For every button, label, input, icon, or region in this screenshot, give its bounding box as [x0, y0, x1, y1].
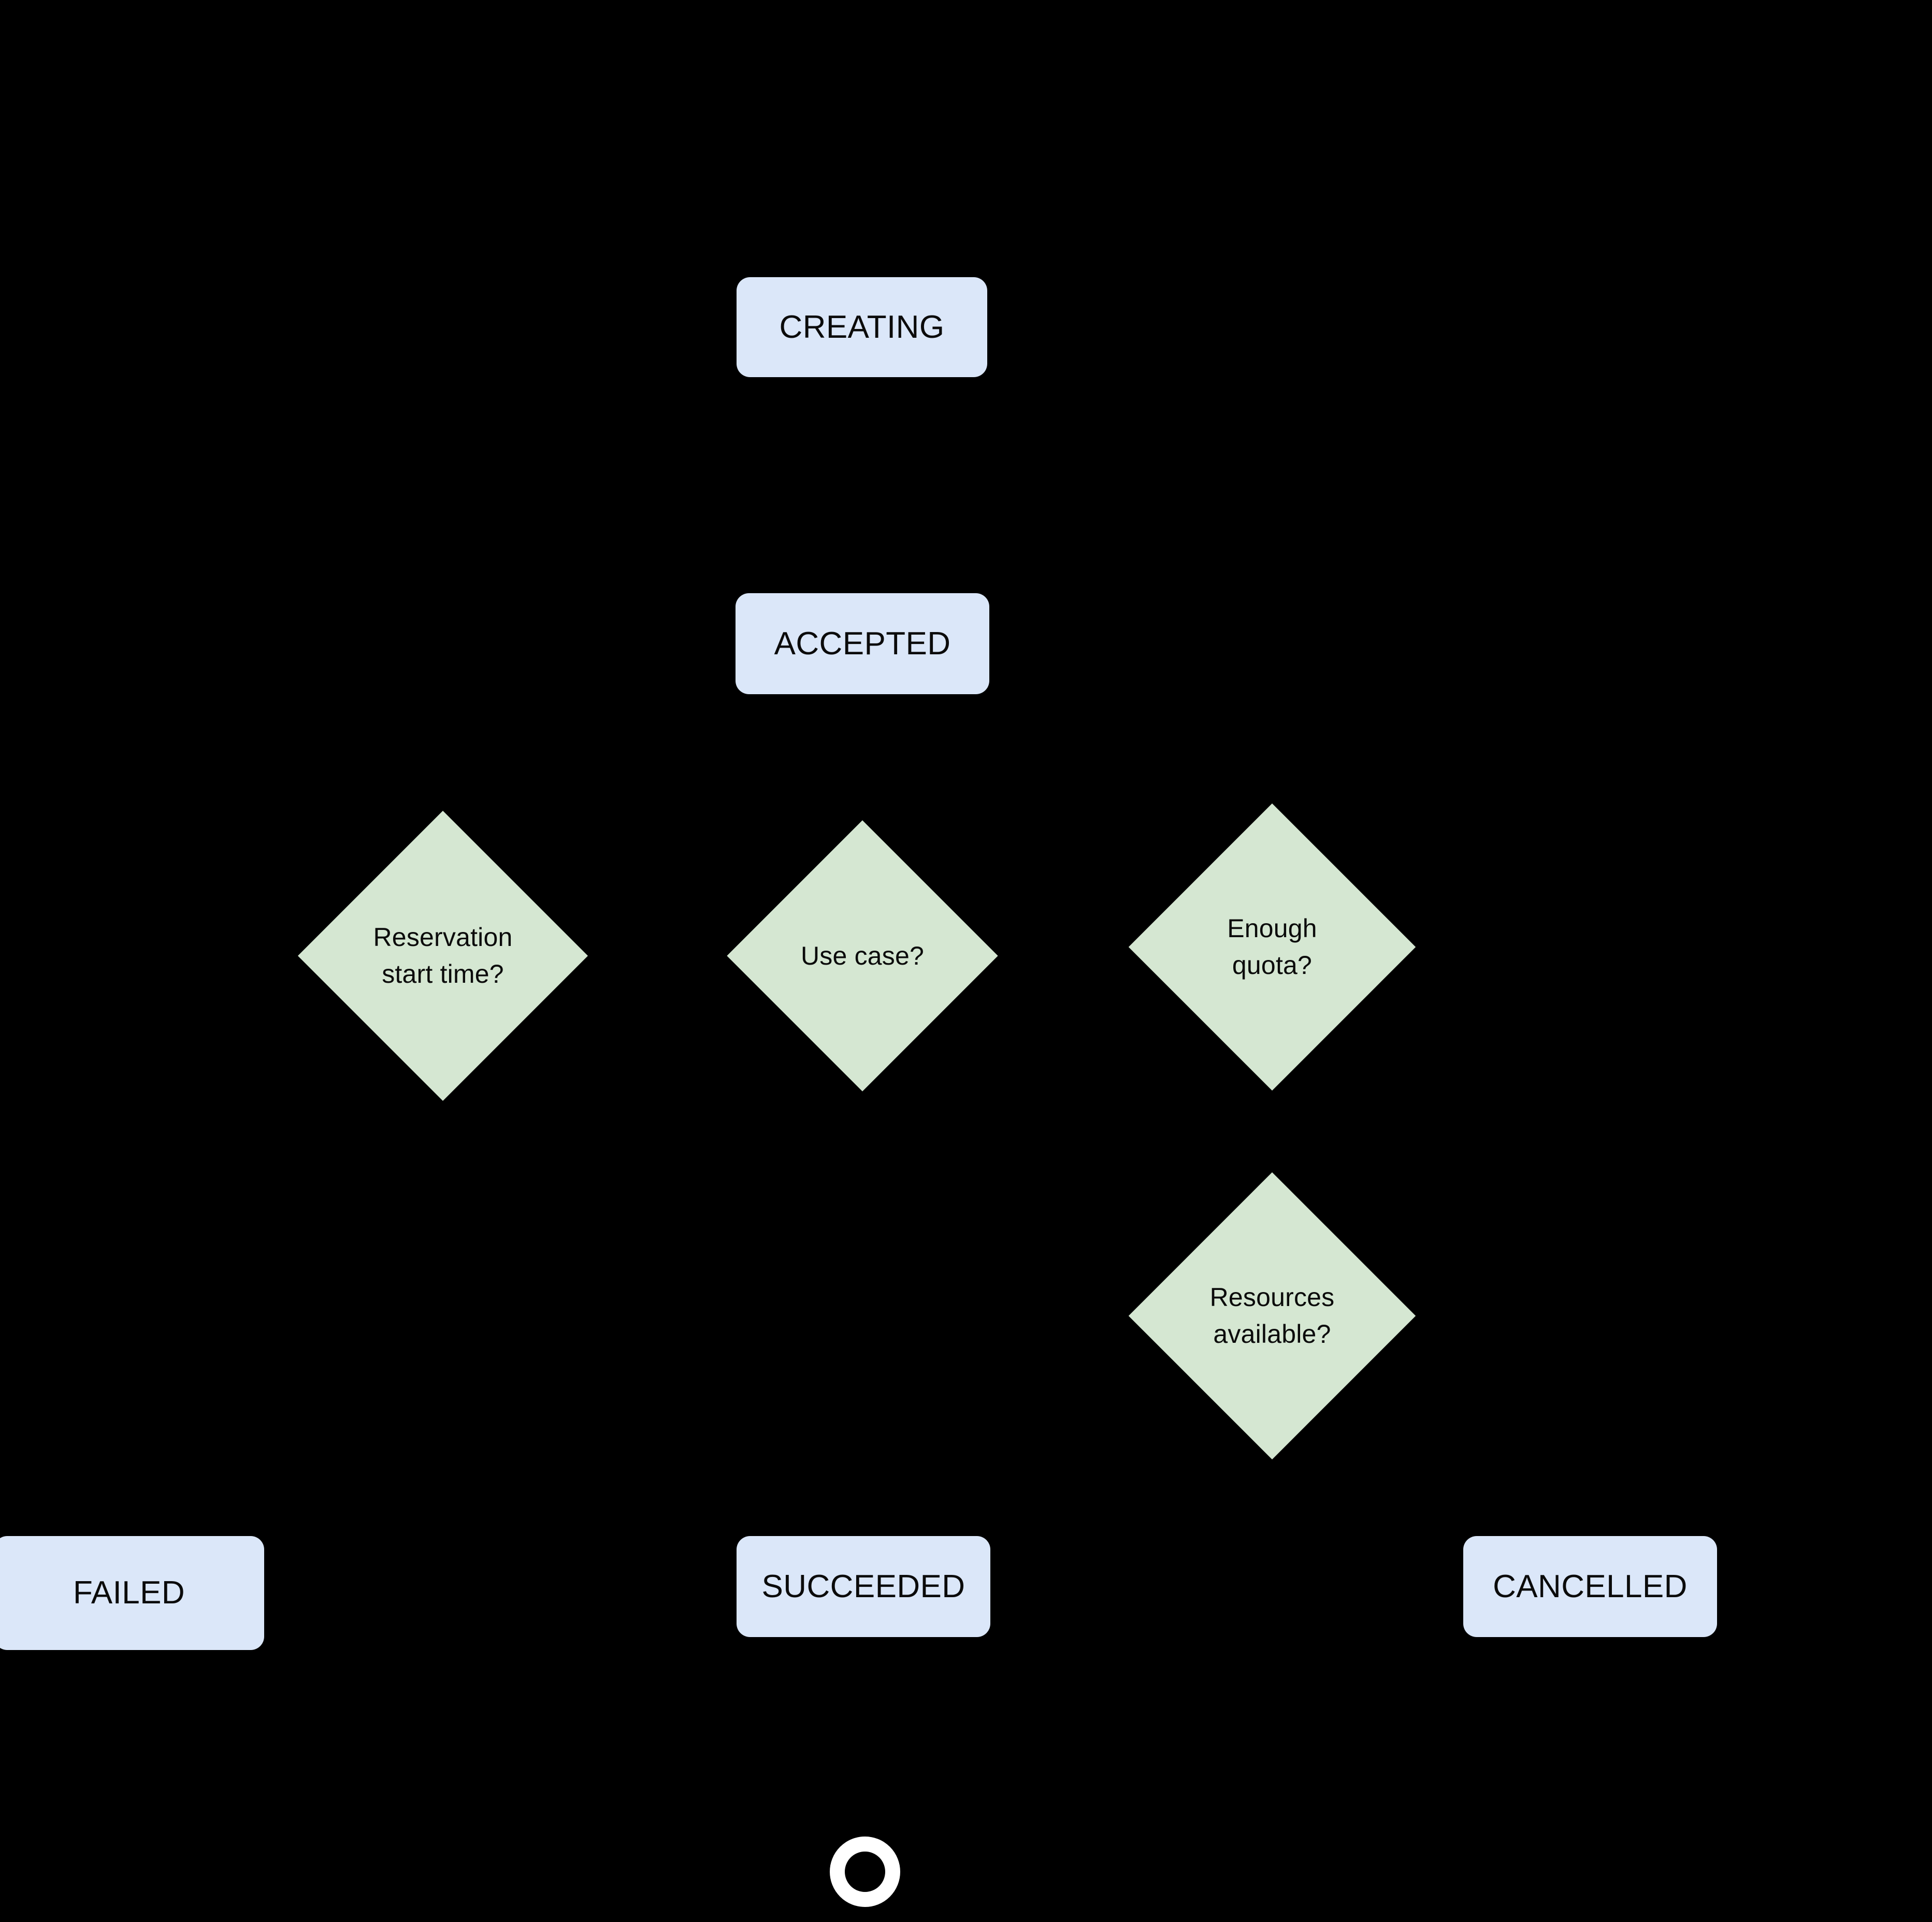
state-succeeded-label: SUCCEEDED — [761, 1568, 965, 1604]
decision-resources-available[interactable]: Resources available? — [1128, 1172, 1416, 1460]
state-cancelled-label: CANCELLED — [1493, 1568, 1688, 1604]
state-creating-label: CREATING — [779, 309, 945, 345]
state-succeeded[interactable]: SUCCEEDED — [737, 1536, 990, 1637]
end-node-ring — [830, 1837, 900, 1907]
decision-enough-quota-label: Enough quota? — [1227, 914, 1317, 980]
state-cancelled[interactable]: CANCELLED — [1463, 1536, 1717, 1637]
edge-accepted-to-reservation-start-time — [441, 694, 864, 853]
decision-use-case-label: Use case? — [800, 941, 925, 970]
decision-use-case[interactable]: Use case? — [727, 820, 998, 1092]
state-failed[interactable]: FAILED — [0, 1536, 264, 1650]
edge-resources-available-to-cancelled — [1271, 1417, 1590, 1538]
decision-reservation-start-time-label: Reservation start time? — [373, 923, 513, 988]
decision-resources-available-label: Resources available? — [1209, 1283, 1335, 1349]
edge-reservation-start-time-to-failed — [129, 1058, 444, 1538]
decision-reservation-start-time[interactable]: Reservation start time? — [297, 810, 588, 1101]
state-accepted-label: ACCEPTED — [774, 625, 951, 662]
state-failed-label: FAILED — [73, 1575, 185, 1611]
state-creating[interactable]: CREATING — [737, 277, 987, 377]
state-accepted[interactable]: ACCEPTED — [736, 593, 989, 694]
edge-accepted-to-enough-quota — [861, 694, 1274, 845]
decision-enough-quota[interactable]: Enough quota? — [1128, 803, 1416, 1091]
